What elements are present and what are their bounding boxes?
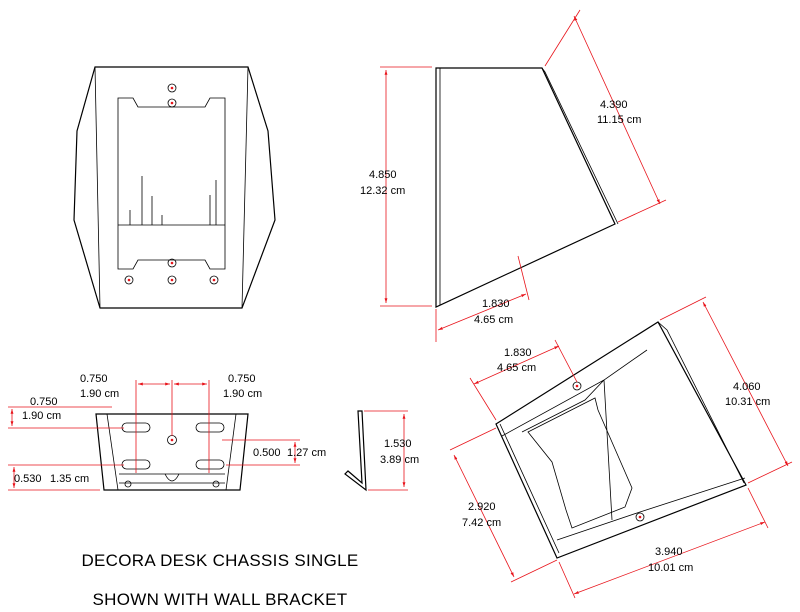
drawing-title-line1: DECORA DESK CHASSIS SINGLE [81, 551, 359, 570]
side-height-cm: 12.32 cm [360, 185, 405, 197]
iso-base-in: 3.940 [655, 546, 683, 558]
bracket-right-cm: 1.90 cm [223, 388, 262, 400]
bracket-height-in: 1.530 [384, 438, 412, 450]
bracket-bottom-cm: 1.35 cm [50, 473, 89, 485]
front-view [73, 66, 276, 309]
iso-height-cm: 10.31 cm [725, 396, 770, 408]
bracket-front-view: 0.750 1.90 cm 0.750 1.90 cm 0.750 1.90 c… [8, 373, 326, 491]
side-base-cm: 4.65 cm [474, 314, 513, 326]
iso-side-in: 2.920 [468, 501, 496, 513]
iso-top-cm: 4.65 cm [497, 362, 536, 374]
side-slope-cm: 11.15 cm [597, 114, 641, 126]
side-base-in: 1.830 [482, 298, 510, 310]
iso-top-in: 1.830 [504, 347, 532, 359]
bracket-side-profile: 1.530 3.89 cm [344, 410, 419, 492]
bracket-height-cm: 3.89 cm [380, 454, 419, 466]
bracket-top-in: 0.750 [30, 396, 58, 408]
iso-side-cm: 7.42 cm [462, 517, 501, 529]
bracket-left-cm: 1.90 cm [80, 388, 119, 400]
bracket-left-in: 0.750 [80, 373, 108, 385]
bracket-top-cm: 1.90 cm [22, 410, 61, 422]
side-view: 4.850 12.32 cm 4.390 11.15 cm 1.830 4.65… [360, 9, 667, 342]
bracket-hole-cm: 1.27 cm [287, 447, 326, 459]
drawing-title-line2: SHOWN WITH WALL BRACKET [92, 590, 348, 609]
iso-height-in: 4.060 [733, 381, 761, 393]
isometric-view: 1.830 4.65 cm 4.060 10.31 cm 2.920 7.42 … [449, 296, 793, 599]
bracket-right-in: 0.750 [228, 373, 256, 385]
iso-base-cm: 10.01 cm [648, 562, 693, 574]
side-height-in: 4.850 [369, 169, 397, 181]
side-slope-in: 4.390 [600, 99, 628, 111]
bracket-hole-in: 0.500 [253, 447, 281, 459]
bracket-bottom-in: 0.530 [14, 473, 42, 485]
